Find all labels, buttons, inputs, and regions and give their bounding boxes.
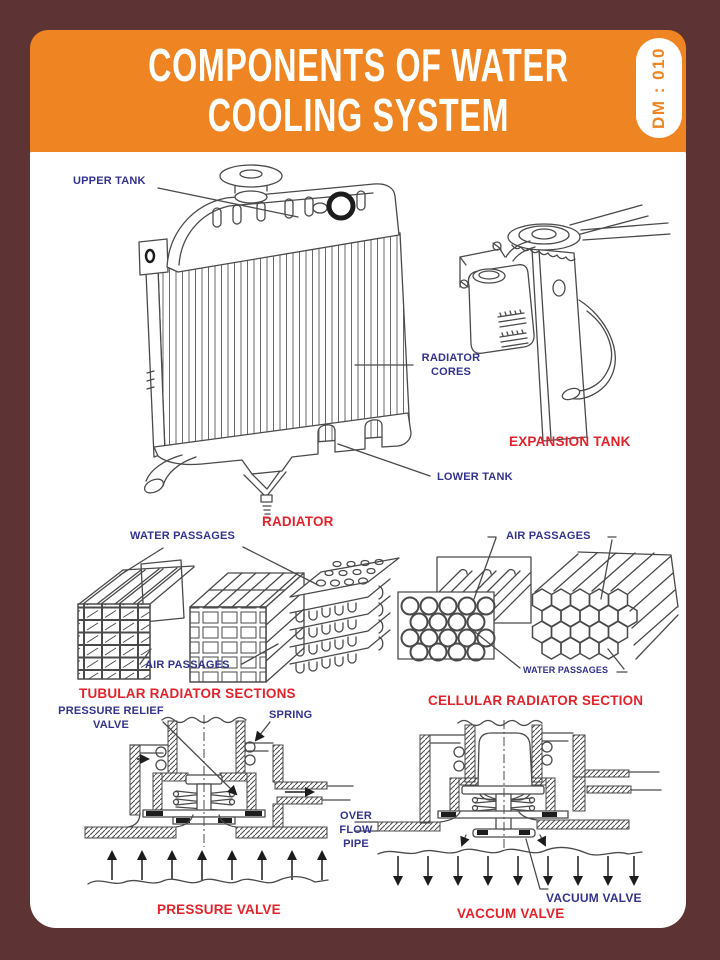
label-upper-tank: UPPER TANK — [73, 175, 146, 187]
water-passages-left-leaders — [119, 546, 319, 586]
caption-vaccum-valve: VACCUM VALVE — [457, 906, 565, 921]
label-radiator-cores: RADIATOR CORES — [421, 352, 481, 378]
inlet-ring — [326, 191, 356, 221]
label-air-passages-left: AIR PASSAGES — [145, 659, 230, 671]
caption-cellular-section: CELLULAR RADIATOR SECTION — [428, 693, 644, 708]
label-vacuum-valve: VACUUM VALVE — [546, 891, 642, 905]
vacuum-arrows — [393, 856, 639, 886]
caption-pressure-valve: PRESSURE VALVE — [157, 902, 281, 917]
diagram-canvas — [77, 164, 679, 890]
code-badge: DM : 010 — [636, 38, 682, 138]
cellular-section-figure — [397, 536, 679, 673]
label-lower-tank: LOWER TANK — [437, 471, 513, 483]
pressure-valve-figure — [84, 715, 354, 885]
plate-stack — [289, 557, 400, 674]
air-passages-right-leaders — [473, 536, 617, 600]
label-spring: SPRING — [269, 709, 313, 721]
expansion-tank-figure — [459, 204, 671, 442]
label-pressure-relief-valve: PRESSURE RELIEF VALVE — [58, 705, 164, 731]
tubular-sections-figure — [77, 546, 400, 683]
radiator-figure — [138, 164, 431, 519]
label-water-passages-right: WATER PASSAGES — [523, 665, 609, 675]
upper-tank-leader — [157, 187, 299, 218]
caption-expansion-tank: EXPANSION TANK — [509, 434, 631, 449]
page-title-line2: COOLING SYSTEM — [207, 89, 509, 141]
label-air-passages-right: AIR PASSAGES — [506, 530, 591, 542]
label-water-passages-left: WATER PASSAGES — [130, 530, 236, 542]
lower-tank-leader — [337, 443, 431, 477]
page-title: COMPONENTS OF WATER COOLING SYSTEM — [148, 41, 569, 140]
air-passages-left-leaders — [139, 643, 279, 665]
code-badge-text: DM : 010 — [649, 47, 669, 129]
caption-radiator: RADIATOR — [262, 514, 334, 529]
water-passages-right-leaders — [474, 631, 628, 673]
pressure-arrows — [107, 850, 327, 880]
expansion-tank-grooves — [497, 309, 529, 348]
vacuum-valve-figure — [354, 719, 662, 890]
vacuum-valve-leader — [525, 838, 549, 890]
header-banner: COMPONENTS OF WATER COOLING SYSTEM — [30, 30, 686, 152]
label-over-flow-pipe: OVER FLOW PIPE — [339, 810, 373, 850]
page-title-line1: COMPONENTS OF WATER — [147, 39, 569, 92]
caption-tubular-sections: TUBULAR RADIATOR SECTIONS — [79, 686, 296, 701]
honeycomb-block — [531, 588, 638, 660]
